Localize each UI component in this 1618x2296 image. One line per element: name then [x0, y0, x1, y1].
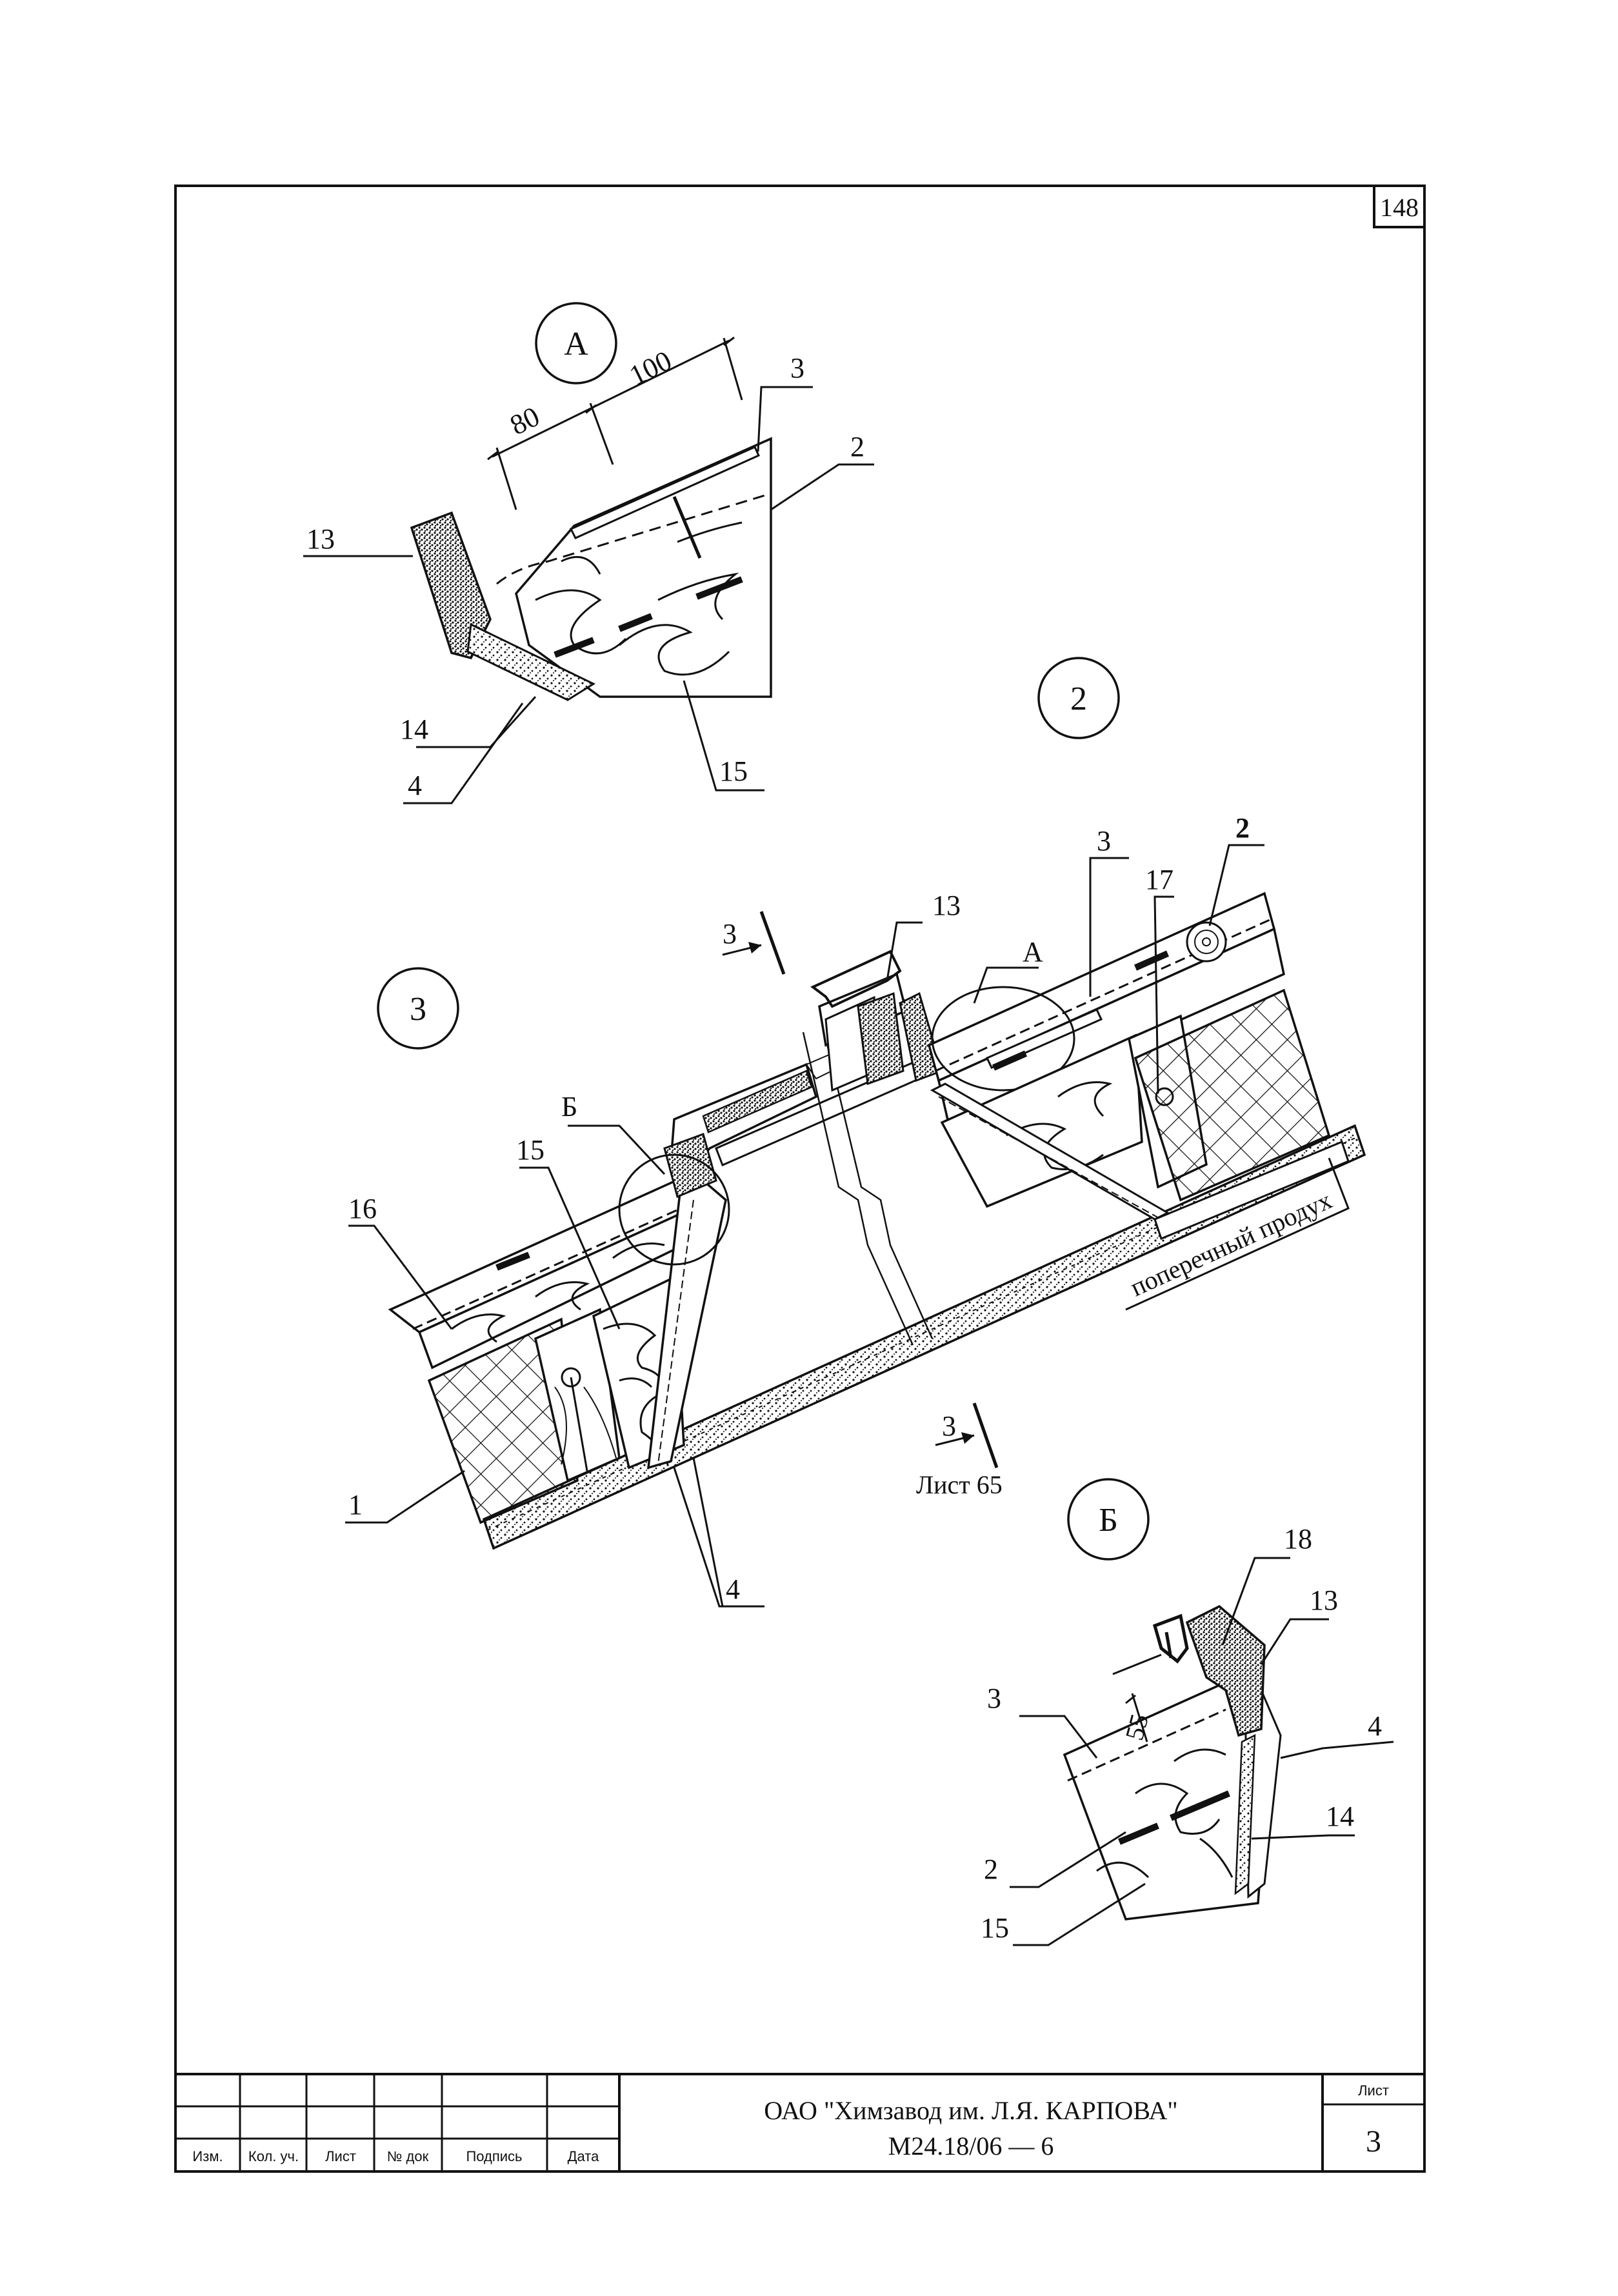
left-rafter [534, 1308, 621, 1482]
right-wedge [940, 1033, 1143, 1208]
tb-col-doc: № док [387, 2148, 429, 2164]
left-rafter-bolt [554, 1367, 617, 1472]
tb-col-izm: Изм. [192, 2148, 223, 2164]
main-label-2: 2 [1235, 812, 1250, 844]
right-insulation [1134, 988, 1331, 1202]
detail-b-marker-circle [618, 1153, 730, 1266]
detail-b-label-4: 4 [1368, 1710, 1382, 1742]
detail-b-label-15: 15 [981, 1912, 1009, 1944]
detail-a-label-13: 13 [306, 523, 335, 555]
main-label-1: 1 [348, 1489, 363, 1521]
svg-text:3: 3 [723, 918, 737, 950]
tb-col-list: Лист [325, 2148, 356, 2164]
main-label-B: Б [561, 1091, 577, 1123]
main-section: 13 А 3 17 2 Б 15 16 1 4 3 3 Лист 65 попе… [345, 812, 1366, 1608]
main-label-3: 3 [1097, 825, 1111, 857]
svg-text:3: 3 [410, 991, 426, 1028]
page-number-box: 148 [1373, 185, 1426, 228]
detail-b-seal-13 [1185, 1604, 1266, 1737]
page-number: 148 [1380, 193, 1419, 222]
tb-col-kol: Кол. уч. [248, 2148, 299, 2164]
detail-b-profile-18 [1152, 1613, 1189, 1664]
detail-b-callout-letter: Б [1099, 1502, 1118, 1539]
detail-b-label-13: 13 [1310, 1584, 1338, 1616]
detail-a-screw [672, 496, 702, 559]
detail-b-label-18: 18 [1284, 1523, 1312, 1555]
detail-a-callout-circle [535, 302, 617, 384]
main-label-17: 17 [1145, 864, 1174, 895]
svg-text:3: 3 [942, 1410, 956, 1442]
break-line [802, 1032, 914, 1346]
tb-col-date: Дата [568, 2148, 599, 2164]
title-block: Изм. Кол. уч. Лист № док Подпись Дата ОА… [174, 2073, 1426, 2173]
detail-b: Б 55 [981, 1478, 1394, 1946]
right-lining [930, 1083, 1170, 1221]
left-roof-grain [451, 1243, 665, 1343]
detail-b-callout-circle [1067, 1478, 1150, 1561]
tb-sheet-label: Лист [1358, 2082, 1389, 2099]
tb-col-sign: Подпись [466, 2148, 522, 2164]
main-leaders [345, 844, 1264, 1608]
tb-sheet-number: 3 [1366, 2124, 1381, 2159]
main-label-13: 13 [932, 890, 961, 921]
dim-80: 80 [505, 401, 544, 441]
main-label-16: 16 [348, 1193, 377, 1224]
view-2-callout: 2 [1037, 657, 1120, 739]
detail-a-leaders [303, 386, 874, 804]
detail-a-tape-strips [554, 576, 743, 658]
svg-text:2: 2 [1070, 681, 1087, 717]
detail-a-callout-letter: А [564, 326, 588, 363]
left-insulation [427, 1317, 579, 1524]
right-seal-13 [857, 992, 904, 1086]
section-mark-top: 3 [722, 911, 786, 975]
detail-a-label-2: 2 [850, 431, 864, 463]
main-label-4: 4 [726, 1573, 740, 1605]
right-purlin-circle [1186, 921, 1227, 963]
detail-b-gasket-14 [1234, 1733, 1256, 1895]
section-mark-bottom: 3 Лист 65 [916, 1403, 1003, 1499]
detail-a: А 80 100 [303, 302, 874, 804]
dim-100: 100 [624, 344, 677, 392]
detail-a-plate [569, 446, 760, 539]
detail-b-label-14: 14 [1326, 1801, 1354, 1832]
view-3-callout: 3 [377, 967, 459, 1050]
detail-b-label-3: 3 [987, 1682, 1001, 1714]
detail-b-leaders [1010, 1557, 1394, 1946]
tb-document-code: М24.18/06 — 6 [888, 2131, 1054, 2161]
detail-a-gasket-14 [466, 623, 596, 701]
detail-a-label-4: 4 [408, 770, 422, 801]
detail-b-dimension [1112, 1653, 1162, 1742]
main-label-A: А [1023, 936, 1043, 968]
detail-a-label-15: 15 [719, 755, 748, 787]
right-batten-plate [985, 1008, 1103, 1069]
detail-a-label-14: 14 [400, 714, 428, 745]
main-label-15: 15 [516, 1134, 544, 1166]
tb-organization: ОАО "Химзавод им. Л.Я. КАРПОВА" [764, 2096, 1177, 2125]
ceiling-slab [482, 1124, 1366, 1550]
detail-b-grain [1096, 1748, 1233, 1879]
detail-a-label-3: 3 [790, 352, 804, 384]
detail-a-wood-grain [535, 521, 743, 676]
left-seal-block [663, 1133, 717, 1199]
detail-a-membrane [496, 492, 772, 585]
sheet-reference: Лист 65 [916, 1470, 1003, 1499]
detail-a-dimensions [487, 336, 743, 510]
detail-a-timber [515, 437, 772, 698]
detail-a-marker-circle [931, 986, 1075, 1092]
detail-b-label-2: 2 [984, 1853, 998, 1885]
